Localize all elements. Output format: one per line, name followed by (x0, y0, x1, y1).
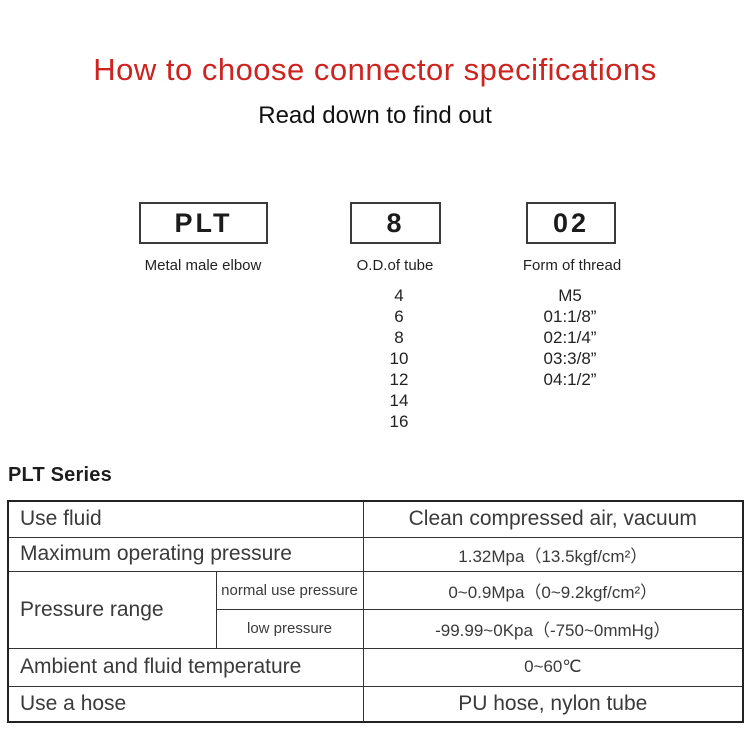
thread-form-option: 01:1/8” (543, 307, 597, 326)
row-label: Pressure range (7, 570, 217, 649)
tube-size-option: 14 (389, 391, 409, 410)
row-label: Ambient and fluid temperature (7, 647, 364, 687)
tube-size-option: 16 (389, 412, 409, 431)
tube-size-option: 8 (394, 328, 404, 347)
tube-size-option: 6 (394, 307, 404, 326)
tube-size-option: 10 (389, 349, 409, 368)
model-code-caption: Metal male elbow (144, 257, 262, 274)
table-row: Maximum operating pressure 1.32Mpa（13.5k… (7, 536, 744, 572)
thread-form-option: 04:1/2” (543, 370, 597, 389)
series-heading: PLT Series (8, 464, 112, 486)
tube-od-code-text: 8 (386, 207, 405, 238)
table-row: Use a hose PU hose, nylon tube (7, 685, 744, 723)
page-subtitle: Read down to find out (258, 102, 492, 129)
thread-caption: Form of thread (522, 257, 622, 274)
row-value: 0~60℃ (362, 647, 744, 687)
thread-form-option: M5 (558, 286, 582, 305)
row-label: Use a hose (7, 685, 364, 723)
thread-form-list: M5 01:1/8” 02:1/4” 03:3/8” 04:1/2” (490, 285, 650, 390)
thread-code-box: 02 (526, 202, 616, 244)
tube-od-code-box: 8 (350, 202, 441, 244)
tube-size-option: 12 (389, 370, 409, 389)
tube-size-list: 4 6 8 10 12 14 16 (319, 285, 479, 432)
table-row: Ambient and fluid temperature 0~60℃ (7, 647, 744, 687)
table-row: Use fluid Clean compressed air, vacuum (7, 500, 744, 538)
row-label: Use fluid (7, 500, 364, 538)
model-code-text: PLT (174, 207, 233, 238)
row-value: PU hose, nylon tube (362, 685, 744, 723)
row-sublabel: low pressure (215, 608, 364, 649)
row-value: -99.99~0Kpa（-750~0mmHg） (362, 608, 744, 649)
row-label: Maximum operating pressure (7, 536, 364, 572)
model-code-box: PLT (139, 202, 268, 244)
tube-od-caption: O.D.of tube (356, 257, 434, 274)
row-value: 0~0.9Mpa（0~9.2kgf/cm²） (362, 570, 744, 610)
row-value: Clean compressed air, vacuum (362, 500, 744, 538)
table-row: Pressure range normal use pressure 0~0.9… (7, 570, 744, 649)
thread-code-text: 02 (552, 207, 590, 238)
thread-form-option: 03:3/8” (543, 349, 597, 368)
row-sublabel: normal use pressure (215, 570, 364, 610)
spec-table: Use fluid Clean compressed air, vacuum M… (7, 500, 745, 723)
tube-size-option: 4 (394, 286, 404, 305)
table-row: low pressure -99.99~0Kpa（-750~0mmHg） (8, 608, 744, 649)
page-title: How to choose connector specifications (93, 52, 657, 87)
thread-form-option: 02:1/4” (543, 328, 597, 347)
row-value: 1.32Mpa（13.5kgf/cm²） (362, 536, 744, 572)
